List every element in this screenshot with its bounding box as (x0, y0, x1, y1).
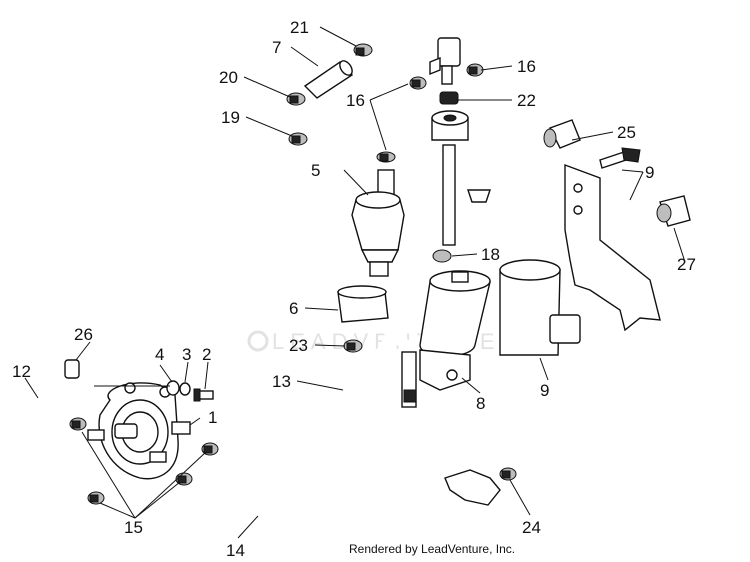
clamp-15-b (87, 491, 105, 505)
callout-2: 2 (202, 345, 211, 364)
clamp-21 (353, 43, 373, 57)
washer-4 (166, 380, 180, 396)
fitting-7 (303, 60, 354, 99)
callout-9-lower: 9 (540, 381, 549, 400)
clamp-16-upper (409, 76, 427, 90)
callout-numbers: 21 7 20 19 16 16 22 25 5 9 18 27 6 26 23… (12, 18, 696, 560)
callout-12: 12 (12, 362, 31, 381)
clamp-19 (288, 132, 308, 146)
elbow-25 (543, 119, 581, 149)
callout-8: 8 (476, 394, 485, 413)
vent-valve (429, 37, 461, 85)
callout-6: 6 (289, 299, 298, 318)
callout-16-right: 16 (517, 57, 536, 76)
hose-bracket (467, 189, 491, 203)
hose-12 (20, 398, 91, 501)
fuel-pump-8 (401, 270, 491, 408)
pump-sleeve-9 (499, 259, 581, 356)
hose-9-lower (387, 197, 734, 439)
clamp-20 (286, 92, 306, 106)
callout-3: 3 (182, 345, 191, 364)
callout-7: 7 (272, 38, 281, 57)
elbow-27 (656, 195, 691, 227)
callout-22: 22 (517, 91, 536, 110)
washer-3 (179, 382, 191, 396)
callout-5: 5 (311, 161, 320, 180)
callout-20: 20 (219, 68, 238, 87)
spacer-26 (64, 359, 80, 379)
bracket-9 (564, 163, 661, 332)
connector-24 (444, 469, 501, 506)
callout-9-upper: 9 (645, 163, 654, 182)
callout-23: 23 (289, 336, 308, 355)
hose-pump-outlet (387, 418, 455, 485)
render-credit: Rendered by LeadVenture, Inc. (349, 542, 515, 556)
clamp-5-top (376, 151, 396, 163)
tube-vertical (442, 144, 456, 246)
clamp-24 (499, 467, 517, 481)
callout-14: 14 (226, 541, 245, 560)
hose-13 (218, 303, 417, 483)
callout-16-left: 16 (346, 91, 365, 110)
vacuum-pump-1 (87, 382, 191, 480)
callout-19: 19 (221, 108, 240, 127)
callout-26: 26 (74, 325, 93, 344)
callout-25: 25 (617, 123, 636, 142)
fuel-filter-5 (351, 169, 405, 277)
leader-lines (24, 26, 686, 539)
callout-21: 21 (290, 18, 309, 37)
hose-filter-inlet (380, 80, 420, 160)
callout-13: 13 (272, 372, 291, 391)
clamp-15-a (69, 417, 87, 431)
clamp-23 (343, 339, 363, 353)
strap-clamp-6 (337, 285, 389, 323)
clamp-16-right (466, 63, 484, 77)
grommet-22 (439, 91, 459, 105)
callout-27: 27 (677, 255, 696, 274)
hose-top-return (379, 8, 624, 129)
callout-15: 15 (124, 518, 143, 537)
cushion-block (431, 110, 469, 141)
hose-14 (197, 454, 478, 547)
callout-24: 24 (522, 518, 541, 537)
grommet-18 (432, 249, 452, 263)
hose-13-tube (299, 366, 354, 440)
screw-9 (599, 147, 641, 169)
callout-18: 18 (481, 245, 500, 264)
callout-4: 4 (155, 345, 164, 364)
callout-1: 1 (208, 408, 217, 427)
bolt-2 (193, 388, 214, 402)
hose-vent-line (465, 70, 501, 190)
